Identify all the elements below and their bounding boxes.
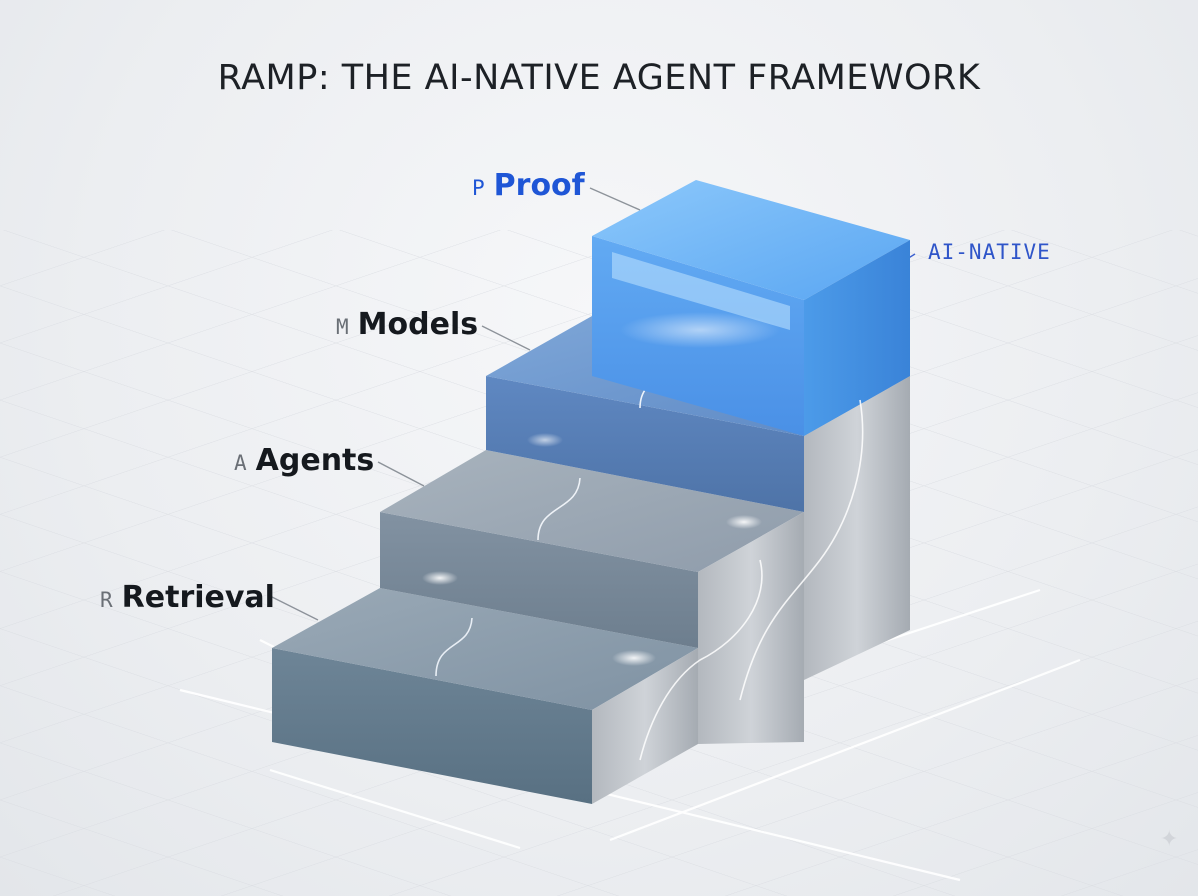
label-models-name: Models	[357, 307, 479, 342]
label-agents: A Agents	[234, 443, 374, 478]
circuit-tracers	[639, 399, 864, 761]
ai-native-label: AI-NATIVE	[928, 240, 1051, 264]
sparkle-icon: ✦	[1160, 826, 1179, 851]
label-models: M Models	[336, 307, 478, 342]
step-proof-block	[592, 180, 910, 436]
step-agents-block	[380, 450, 804, 744]
label-retrieval-name: Retrieval	[121, 580, 275, 615]
step-retrieval-block	[272, 588, 698, 804]
label-retrieval-letter: R	[100, 588, 113, 612]
label-proof-name: Proof	[493, 168, 585, 203]
label-retrieval: R Retrieval	[100, 580, 275, 615]
label-proof: P Proof	[472, 168, 585, 203]
label-agents-name: Agents	[255, 443, 375, 478]
label-agents-letter: A	[234, 451, 247, 475]
diagram-title: RAMP: THE AI-NATIVE AGENT FRAMEWORK	[217, 58, 981, 98]
label-models-letter: M	[336, 315, 349, 339]
label-proof-letter: P	[472, 176, 485, 200]
